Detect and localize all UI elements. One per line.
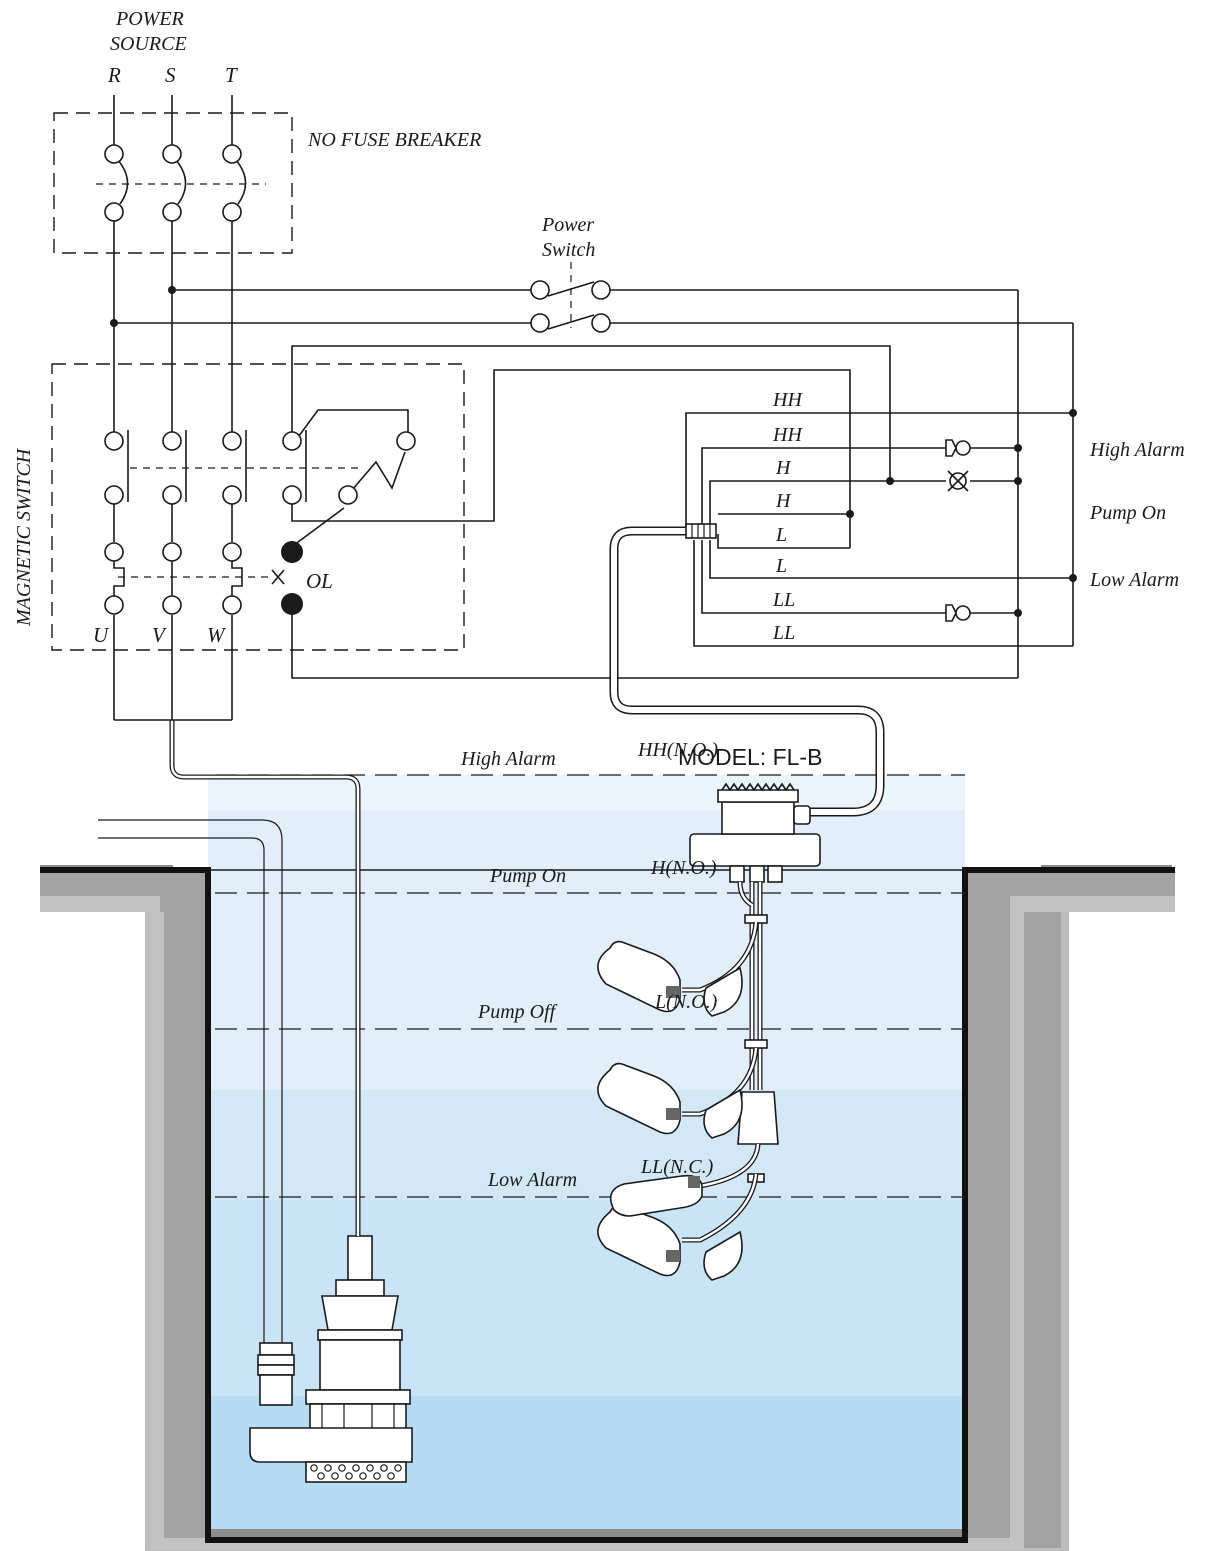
output-w-label: W	[207, 623, 227, 647]
sensor-cable	[609, 523, 885, 817]
output-v-label: V	[152, 623, 167, 647]
wire-label-ll2: LL	[772, 622, 795, 644]
pump-cable	[169, 720, 361, 1236]
model-label: MODEL: FL-B	[678, 744, 822, 770]
overload-contact-bottom	[281, 593, 303, 615]
level-name-pump-off: Pump Off	[477, 1001, 558, 1023]
phase-s-label: S	[165, 63, 176, 87]
wire-label-hh2: HH	[772, 424, 803, 446]
wire-label-ll1: LL	[772, 589, 795, 611]
float-h	[597, 1047, 759, 1139]
wire-label-h2: H	[775, 490, 792, 512]
wall-fill-left	[160, 868, 208, 1548]
float-hh	[597, 921, 759, 1017]
output-low-alarm: Low Alarm	[1089, 569, 1179, 591]
no-fuse-breaker	[53, 95, 293, 436]
output-u-label: U	[93, 623, 110, 647]
level-switch-hh: HH(N.O.)	[637, 739, 718, 761]
magnetic-switch	[51, 345, 1018, 721]
pump-lamp-icon	[947, 470, 969, 492]
wire-label-l2: L	[775, 555, 787, 577]
phase-t-label: T	[225, 63, 238, 87]
overload-contact-top	[281, 541, 303, 563]
float-ll	[609, 1143, 761, 1217]
overload-label: OL	[306, 569, 333, 593]
wire-label-h1: H	[775, 457, 792, 479]
buzzer-low-icon	[945, 604, 971, 622]
level-name-high-alarm: High Alarm	[460, 748, 556, 770]
pit	[40, 774, 1175, 1551]
magnetic-switch-label: MAGNETIC SWITCH	[13, 447, 35, 627]
level-switch-ll: LL(N.C.)	[640, 1156, 714, 1178]
water-upper-band	[208, 810, 965, 1090]
pit-rim	[40, 867, 1175, 1543]
control-wiring	[110, 262, 1077, 678]
output-high-alarm: High Alarm	[1089, 439, 1185, 461]
magnetic-switch-enclosure	[51, 363, 465, 651]
breaker-label: NO FUSE BREAKER	[307, 129, 481, 151]
phase-r-label: R	[107, 63, 121, 87]
output-pump-on: Pump On	[1089, 502, 1166, 524]
wall-left-inner-light	[150, 912, 164, 1548]
wall-top-right-light	[1010, 896, 1175, 912]
float-l	[682, 1173, 759, 1243]
level-switch-l: L(N.O.)	[654, 991, 718, 1013]
power-switch-line2: Switch	[542, 239, 595, 261]
wire-label-l1: L	[775, 524, 787, 546]
float-switch-head	[689, 782, 821, 883]
level-name-pump-on: Pump On	[489, 865, 566, 887]
wire-label-hh1: HH	[772, 389, 803, 411]
power-source-line1: POWER	[115, 8, 184, 30]
power-source-line2: SOURCE	[110, 33, 187, 55]
submersible-pump	[249, 1235, 413, 1483]
level-switch-h: H(N.O.)	[650, 857, 717, 879]
wall-top-left-light	[40, 896, 160, 912]
breaker-enclosure	[53, 112, 293, 254]
level-name-low-alarm: Low Alarm	[487, 1169, 577, 1191]
buzzer-high-icon	[945, 439, 971, 457]
power-switch-line1: Power	[541, 214, 594, 236]
wall-right-inner-light	[1010, 912, 1024, 1548]
float-stem	[737, 881, 779, 1183]
discharge-pipe	[98, 819, 283, 1345]
